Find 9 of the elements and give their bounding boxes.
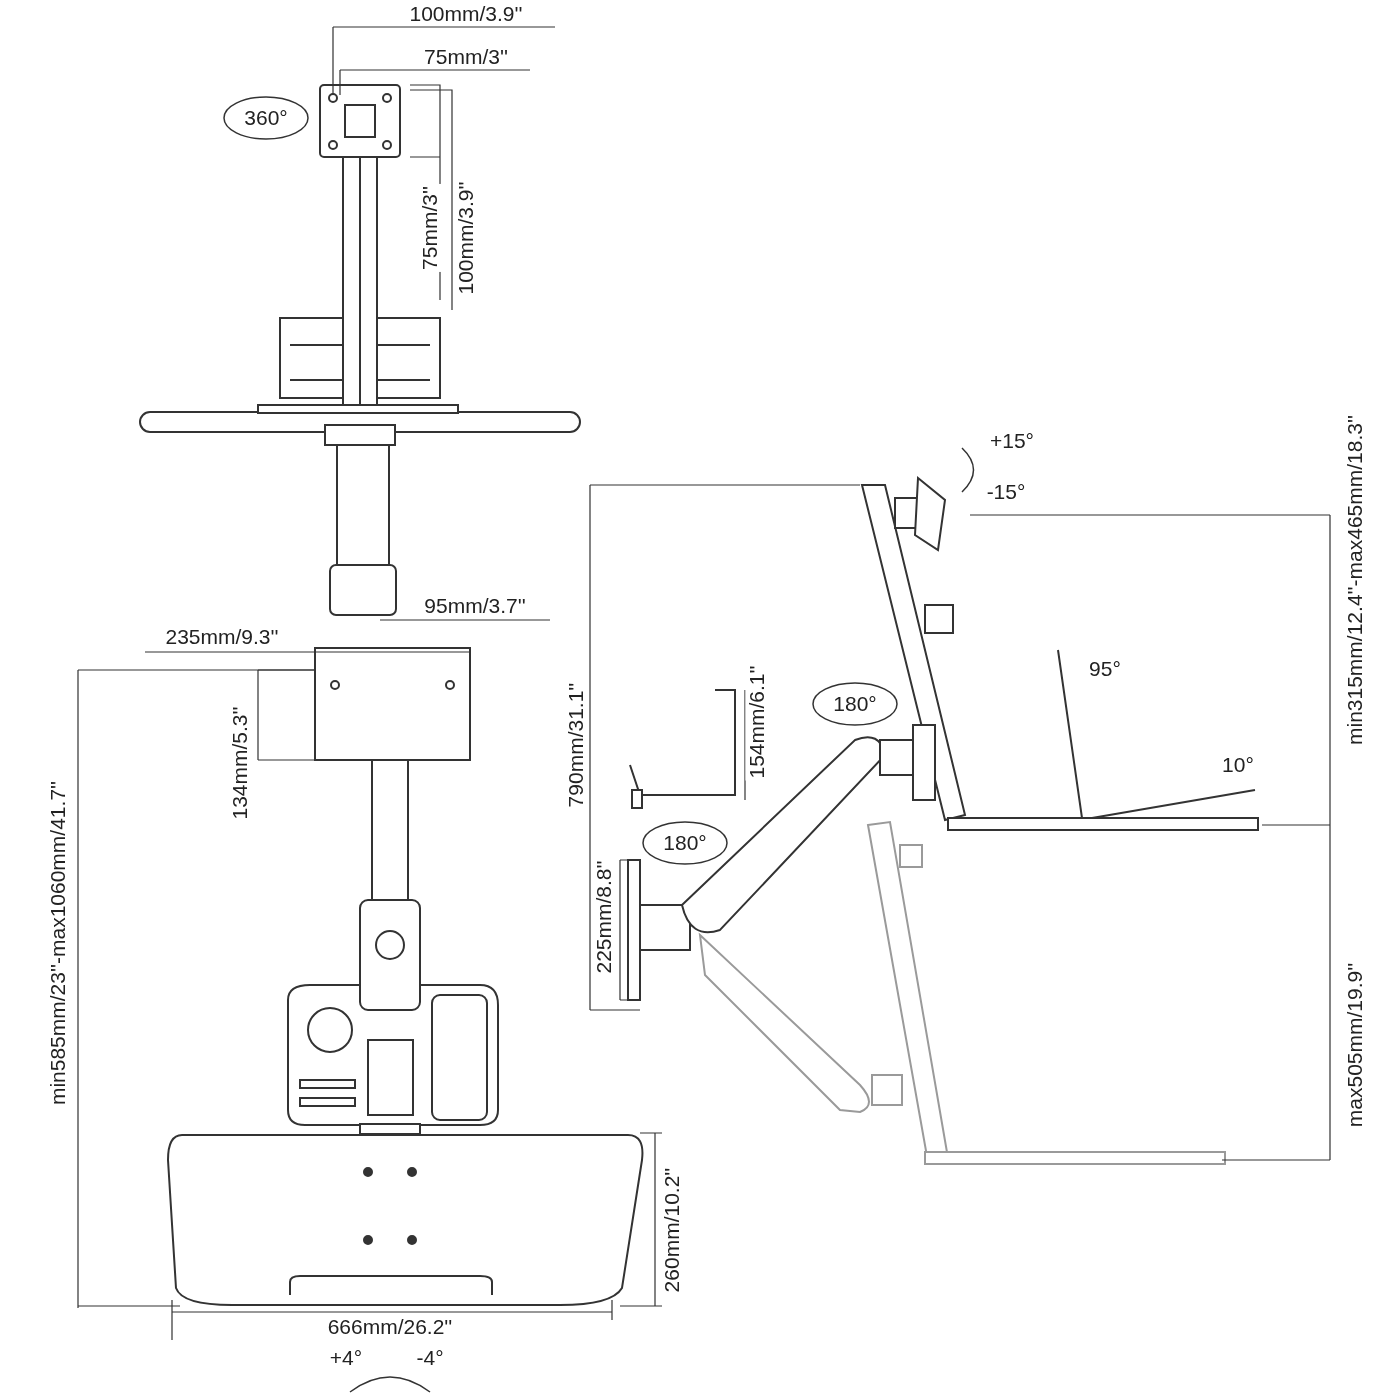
angle-label: -4° — [415, 1346, 445, 1370]
angle-label: -15° — [985, 480, 1027, 504]
angle-label: 180° — [662, 831, 708, 855]
angle-label: +15° — [989, 429, 1035, 453]
angle-label: +4° — [328, 1346, 364, 1370]
angle-label: 10° — [1221, 753, 1255, 777]
angle-label: 360° — [243, 106, 289, 130]
angle-label: 95° — [1088, 657, 1122, 681]
angle-label: 180° — [832, 692, 878, 716]
